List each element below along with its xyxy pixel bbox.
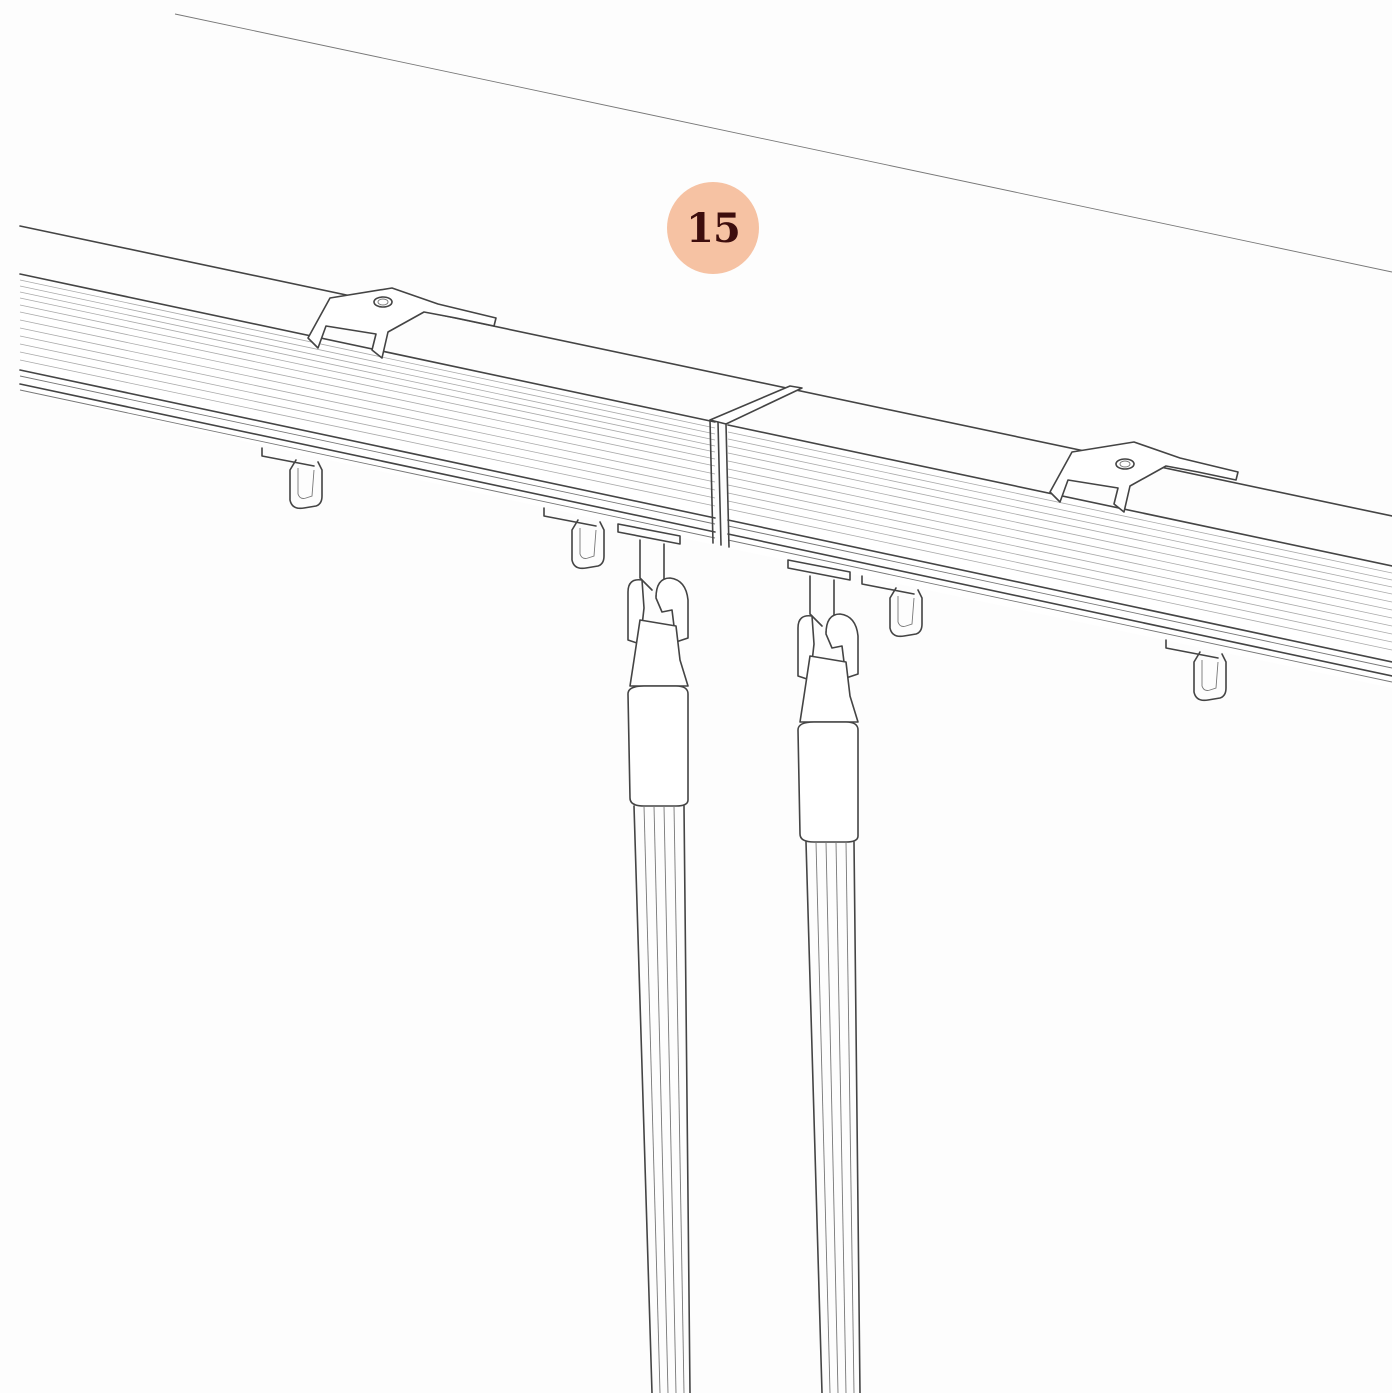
- curtain-track-right: [727, 424, 1392, 688]
- glider-hook: [861, 575, 923, 638]
- step-number-badge: 15: [667, 182, 759, 274]
- track-joint: [709, 385, 803, 548]
- glider-hook: [261, 447, 323, 510]
- master-carrier: [787, 559, 859, 723]
- glider-hook: [543, 507, 605, 570]
- glider-hook: [1165, 639, 1227, 702]
- draw-wand: [797, 721, 861, 1393]
- master-carrier: [617, 523, 689, 687]
- mounting-bracket: [307, 287, 497, 359]
- draw-wand: [627, 685, 691, 1393]
- mounting-bracket: [1049, 441, 1239, 513]
- step-number: 15: [686, 204, 741, 252]
- curtain-track-left: [19, 273, 716, 545]
